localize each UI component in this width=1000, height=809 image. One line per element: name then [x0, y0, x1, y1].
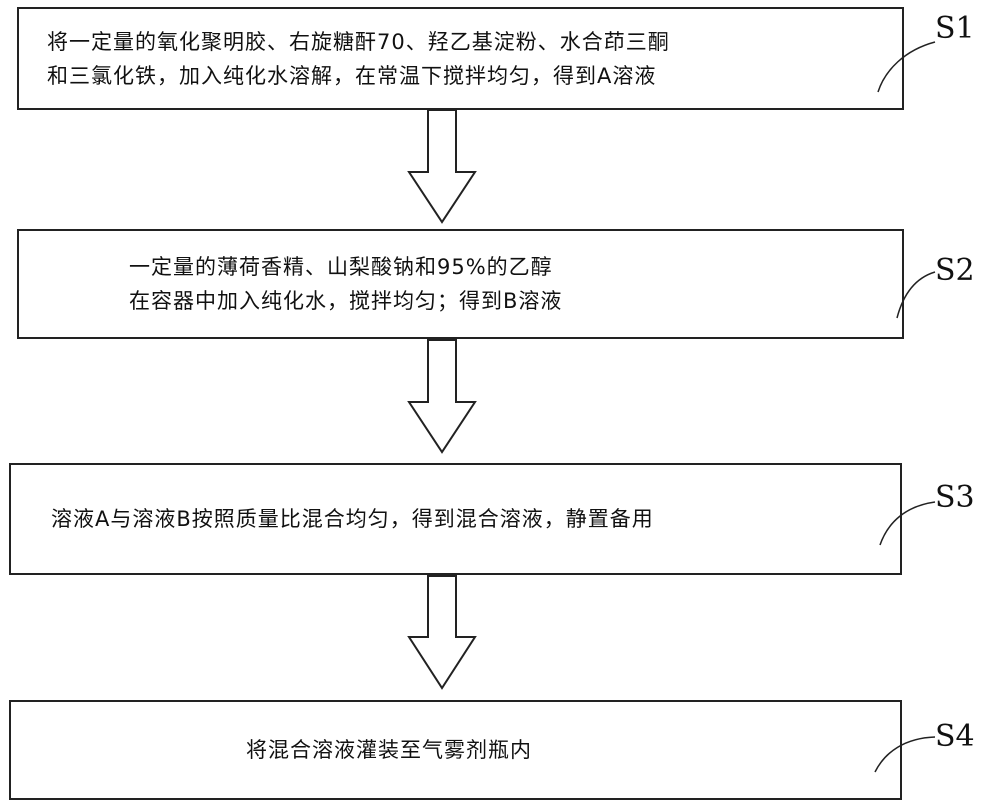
step-label-s1: S1 — [935, 11, 975, 46]
leader-line-s1 — [877, 41, 936, 93]
step-s3-line-1: 溶液A与溶液B按照质量比混合均匀，得到混合溶液，静置备用 — [51, 507, 654, 531]
step-box-s1: 将一定量的氧化聚明胶、右旋糖酐70、羟乙基淀粉、水合茚三酮 和三氯化铁，加入纯化… — [17, 7, 904, 110]
step-label-s3: S3 — [935, 480, 975, 515]
step-s4-line-1: 将混合溶液灌装至气雾剂瓶内 — [246, 738, 532, 762]
step-label-s4: S4 — [935, 719, 975, 754]
arrow-down-icon — [407, 109, 477, 224]
step-s2-line-2: 在容器中加入纯化水，搅拌均匀；得到B溶液 — [129, 289, 563, 313]
leader-line-s2 — [896, 271, 936, 319]
step-s2-line-1: 一定量的薄荷香精、山梨酸钠和95%的乙醇 — [129, 255, 553, 279]
leader-line-s3 — [879, 501, 936, 546]
step-s1-line-1: 将一定量的氧化聚明胶、右旋糖酐70、羟乙基淀粉、水合茚三酮 — [47, 29, 670, 54]
step-box-s3: 溶液A与溶液B按照质量比混合均匀，得到混合溶液，静置备用 — [9, 463, 902, 575]
step-box-s2: 一定量的薄荷香精、山梨酸钠和95%的乙醇 在容器中加入纯化水，搅拌均匀；得到B溶… — [17, 229, 904, 339]
leader-line-s4 — [874, 736, 936, 773]
step-box-s4: 将混合溶液灌装至气雾剂瓶内 — [9, 700, 902, 800]
arrow-down-icon — [407, 339, 477, 454]
step-s1-line-2: 和三氯化铁，加入纯化水溶解，在常温下搅拌均匀，得到A溶液 — [47, 63, 657, 88]
step-label-s2: S2 — [935, 253, 975, 288]
arrow-down-icon — [407, 575, 477, 690]
